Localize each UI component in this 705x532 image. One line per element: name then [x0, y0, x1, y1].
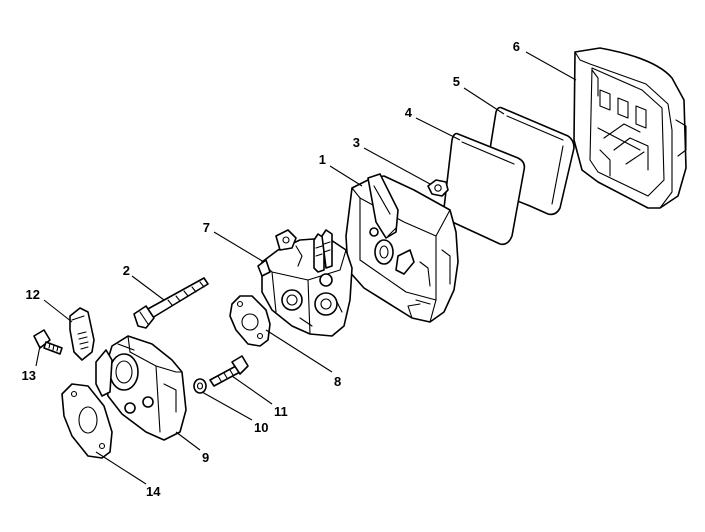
callout-6: 6	[513, 39, 520, 54]
callout-11: 11	[274, 404, 288, 419]
callout-10: 10	[254, 420, 268, 435]
callout-3: 3	[353, 135, 360, 150]
carburetor-box	[345, 173, 459, 323]
small-screw	[33, 329, 63, 355]
callout-2: 2	[123, 263, 130, 278]
callout-5: 5	[453, 74, 460, 89]
leader-lines	[35, 51, 577, 485]
washer	[193, 378, 207, 394]
screw	[209, 355, 249, 387]
callout-1: 1	[319, 152, 326, 167]
callout-13: 13	[22, 368, 36, 383]
nut	[427, 179, 449, 197]
clip	[69, 307, 95, 361]
intake-gasket	[61, 383, 113, 459]
callout-7: 7	[203, 220, 210, 235]
callout-12: 12	[26, 287, 40, 302]
long-bolt	[133, 277, 209, 329]
carburetor	[257, 229, 353, 337]
callout-8: 8	[334, 374, 341, 389]
callout-labels: 6 5 4 3 1 7 2 12 13 8 11 10 9 14	[22, 39, 520, 499]
carburetor-gasket	[229, 295, 271, 347]
callout-9: 9	[202, 450, 209, 465]
callout-4: 4	[405, 105, 413, 120]
intake-manifold	[95, 335, 187, 441]
air-filter-cover	[573, 47, 687, 209]
filter-gasket	[442, 132, 526, 246]
callout-14: 14	[146, 484, 161, 499]
